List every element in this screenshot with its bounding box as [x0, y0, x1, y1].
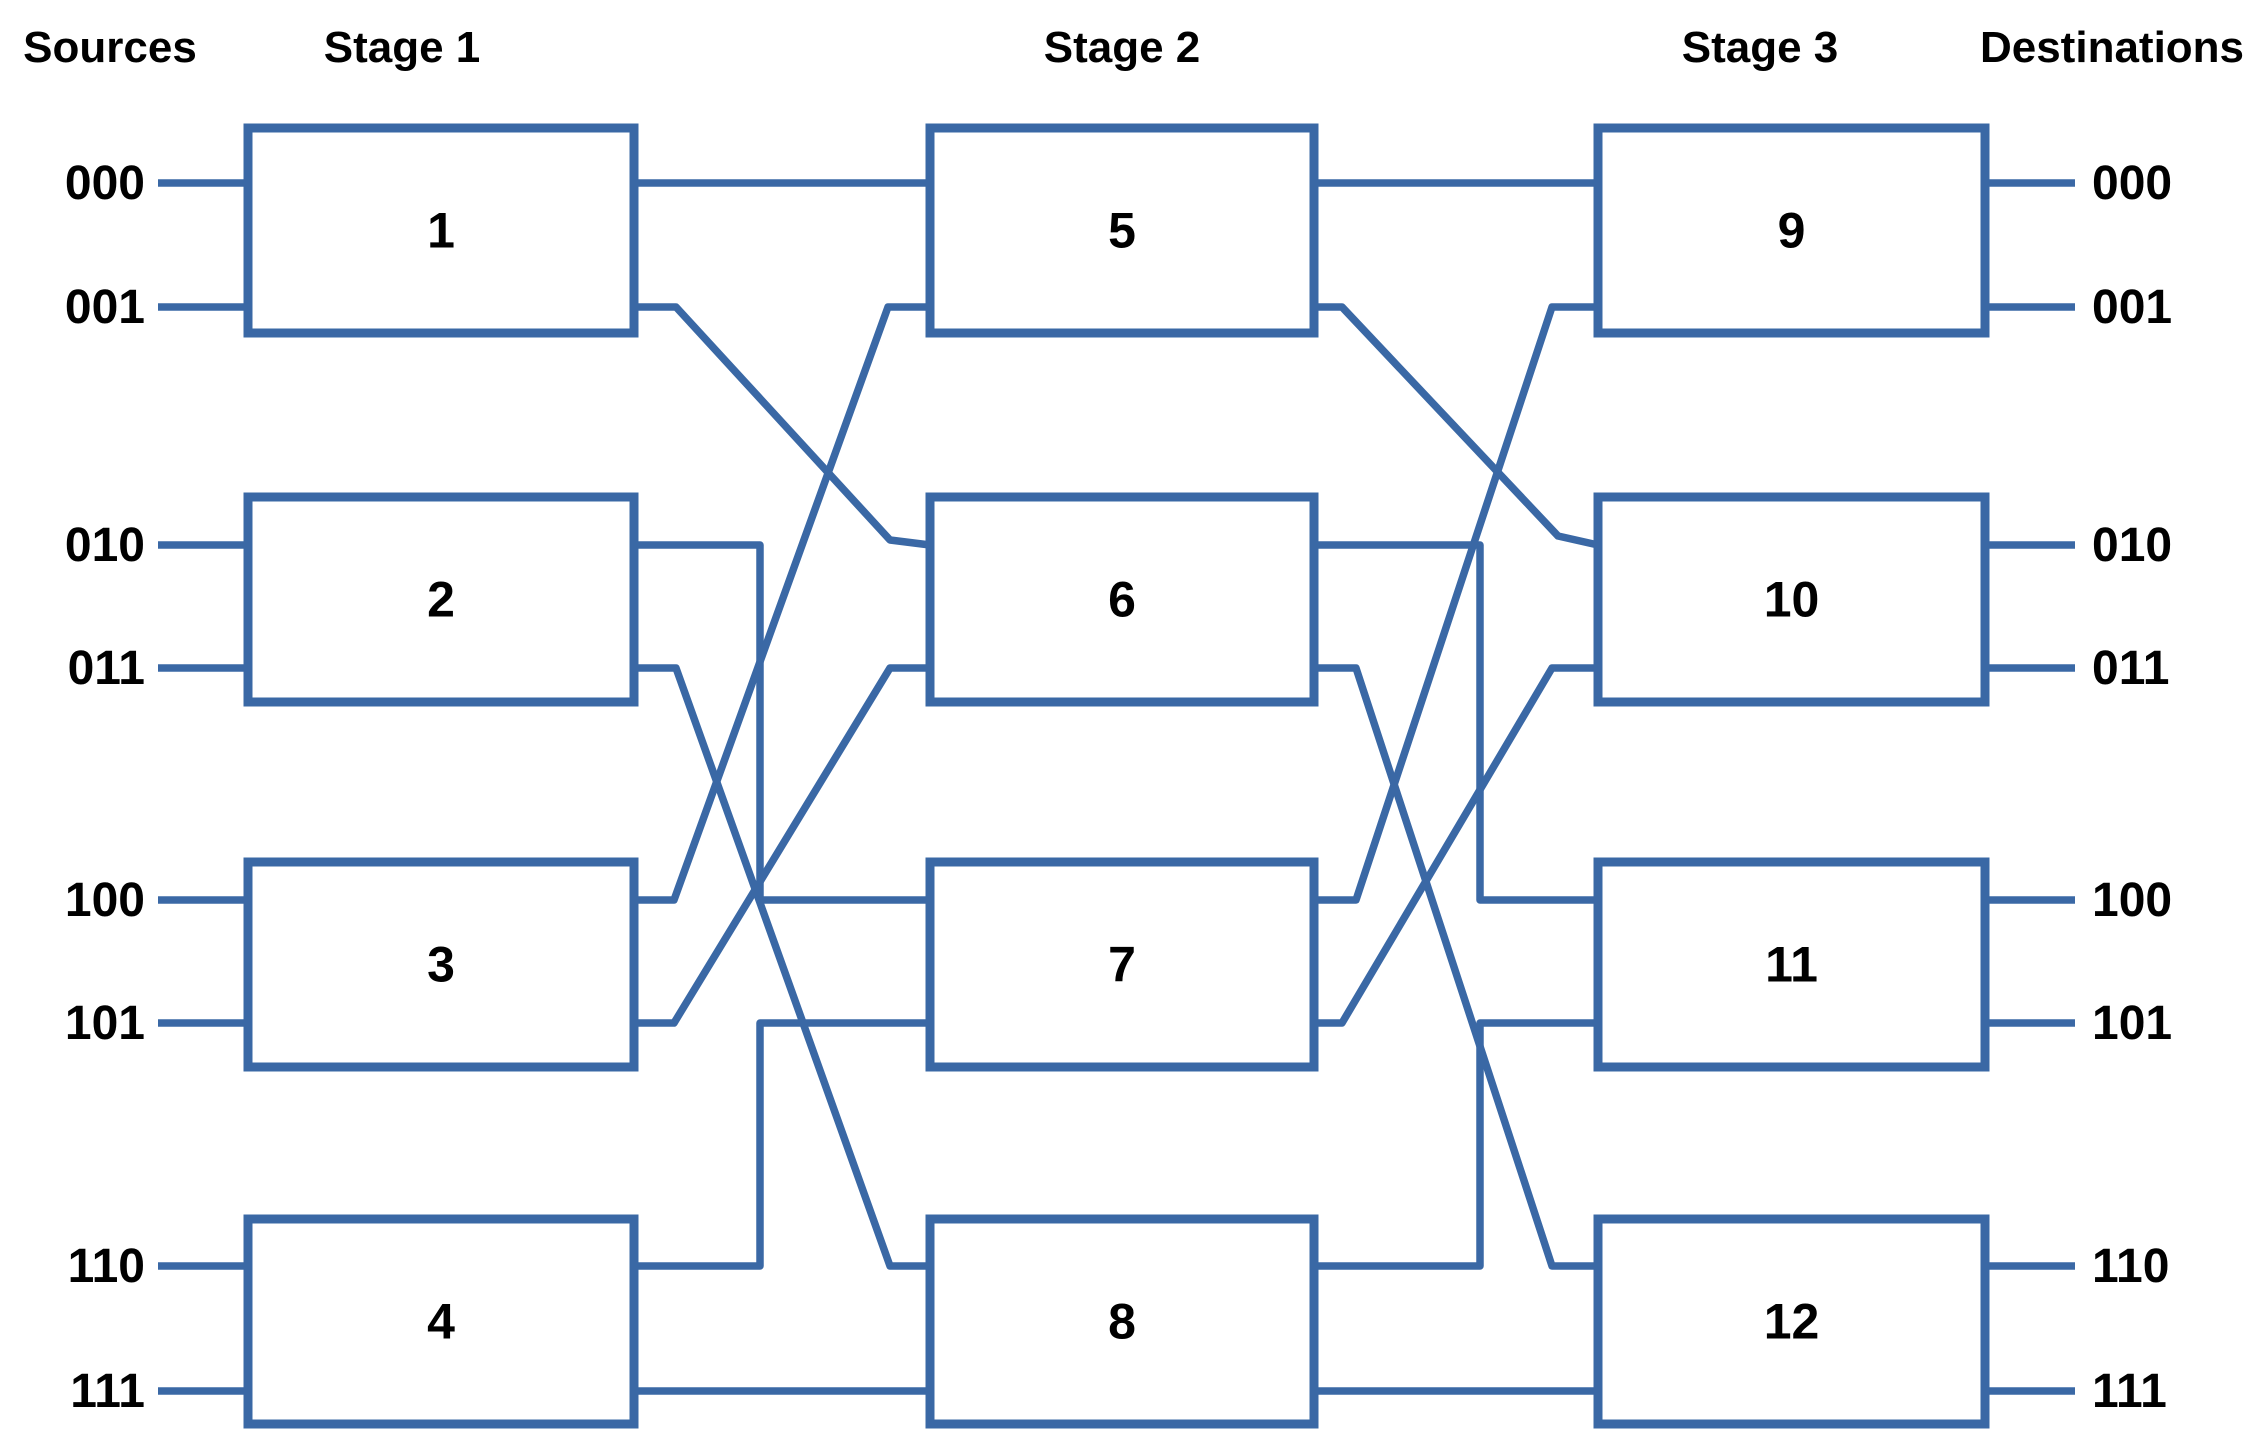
- switch-box-number-9: 9: [1778, 203, 1806, 259]
- stage1-header: Stage 1: [324, 23, 481, 72]
- wire-box7-out-bottom-to-box10-in-bottom: [1314, 664, 1598, 1027]
- stage3-header: Stage 3: [1682, 23, 1839, 72]
- switch-box-number-3: 3: [427, 937, 455, 993]
- wire-box6-out-top-to-box11-in-top: [1314, 541, 1598, 904]
- switch-box-5: [925, 123, 1319, 338]
- destination-label-000: 000: [2092, 157, 2172, 210]
- switch-box-10: [1593, 492, 1990, 707]
- sources-header: Sources: [23, 23, 197, 72]
- header-row: Sources Stage 1 Stage 2 Stage 3 Destinat…: [23, 23, 2244, 72]
- stub-layer: [158, 179, 2075, 1395]
- switch-box-12: [1593, 1214, 1990, 1429]
- source-label-011: 011: [68, 642, 145, 695]
- switch-box-number-5: 5: [1108, 203, 1136, 259]
- switch-box-number-7: 7: [1108, 937, 1136, 993]
- source-label-010: 010: [65, 519, 145, 572]
- source-label-110: 110: [68, 1240, 145, 1293]
- wire-box7-out-top-to-box9-in-bottom: [1314, 303, 1598, 904]
- stage2-header: Stage 2: [1044, 23, 1201, 72]
- wire-box8-out-top-to-box11-in-bottom: [1314, 1019, 1598, 1270]
- source-label-111: 111: [70, 1365, 145, 1418]
- wire-box4-out-top-to-box7-in-bottom: [634, 1019, 930, 1270]
- switch-box-6: [925, 492, 1319, 707]
- source-label-100: 100: [65, 874, 145, 927]
- source-label-001: 001: [65, 281, 145, 334]
- switch-box-8: [925, 1214, 1319, 1429]
- destination-label-011: 011: [2092, 642, 2169, 695]
- switch-box-number-1: 1: [427, 203, 455, 259]
- switch-box-number-4: 4: [427, 1294, 455, 1350]
- wire-box2-out-bottom-to-box8-in-top: [634, 664, 930, 1270]
- source-label-101: 101: [65, 997, 145, 1050]
- port-label-layer: 0000010100111001011101110000010100111001…: [65, 157, 2172, 1418]
- wire-box3-out-top-to-box5-in-bottom: [634, 303, 930, 904]
- wire-box6-out-bottom-to-box12-in-top: [1314, 664, 1598, 1270]
- wire-box3-out-bottom-to-box6-in-bottom: [634, 664, 930, 1027]
- wire-box5-out-bottom-to-box10-in-top: [1314, 303, 1599, 549]
- wire-box2-out-top-to-box7-in-top: [634, 541, 930, 904]
- switch-box-3: [243, 857, 639, 1072]
- switch-box-number-8: 8: [1108, 1294, 1136, 1350]
- switch-box-number-12: 12: [1764, 1294, 1820, 1350]
- destination-label-010: 010: [2092, 519, 2172, 572]
- destination-label-111: 111: [2092, 1365, 2167, 1418]
- switch-box-number-6: 6: [1108, 572, 1136, 628]
- switch-box-number-2: 2: [427, 572, 455, 628]
- switch-box-11: [1593, 857, 1990, 1072]
- switch-box-7: [925, 857, 1319, 1072]
- switch-box-number-10: 10: [1764, 572, 1820, 628]
- switch-box-number-11: 11: [1765, 937, 1818, 993]
- destination-label-001: 001: [2092, 281, 2172, 334]
- switch-box-4: [243, 1214, 639, 1429]
- wire-box1-out-bottom-to-box6-in-top: [634, 303, 931, 549]
- switch-box-1: [243, 123, 639, 338]
- switch-box-2: [243, 492, 639, 707]
- switch-box-9: [1593, 123, 1990, 338]
- source-label-000: 000: [65, 157, 145, 210]
- destinations-header: Destinations: [1980, 23, 2244, 72]
- destination-label-101: 101: [2092, 997, 2172, 1050]
- destination-label-100: 100: [2092, 874, 2172, 927]
- wire-layer: [634, 179, 1599, 1395]
- destination-label-110: 110: [2092, 1240, 2169, 1293]
